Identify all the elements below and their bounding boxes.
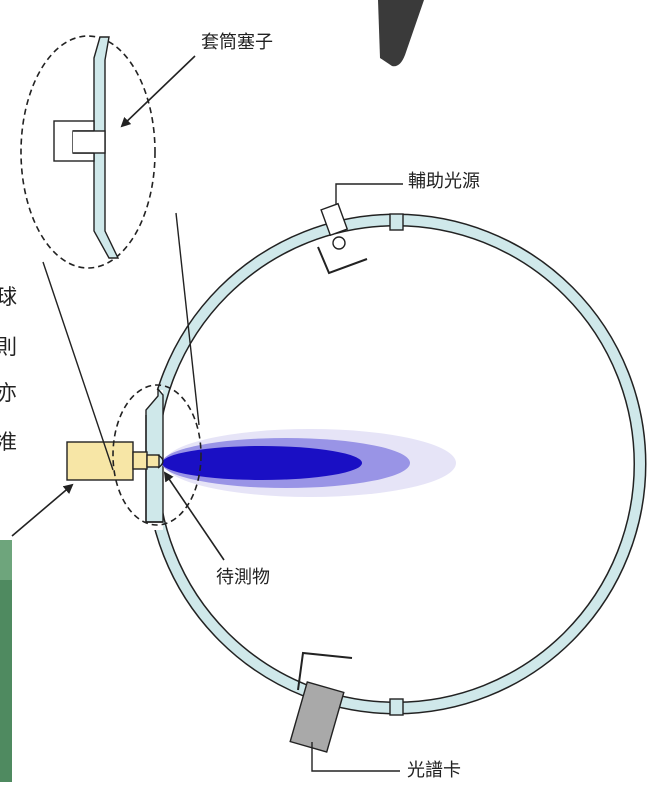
external-light-source (66, 441, 164, 481)
aux-light-source (317, 202, 368, 275)
emission-beam (162, 429, 456, 497)
sleeve-plug-arrow (120, 55, 196, 128)
cropped-photo-left (0, 540, 12, 782)
label-spectrum-card: 光譜卡 (407, 760, 461, 781)
cropped-photo-left-highlight (0, 540, 12, 580)
top-connector (389, 213, 404, 231)
cropped-text-1: 球 (0, 285, 17, 309)
spectrum-card (289, 651, 353, 753)
label-sleeve-plug: 套筒塞子 (201, 32, 273, 53)
cropped-text-2: 則 (0, 335, 17, 359)
projection-line-left (42, 261, 114, 471)
bottom-connector (389, 698, 404, 716)
projection-line-right (175, 212, 200, 426)
label-test-object: 待測物 (216, 567, 270, 588)
label-aux-light: 輔助光源 (408, 171, 480, 192)
light-source-arrow (11, 483, 74, 537)
aux-light-leader (335, 183, 403, 205)
magnified-detail-circle (20, 35, 156, 269)
cropped-text-4: 准 (0, 430, 17, 454)
cropped-text-3: 亦 (0, 381, 17, 405)
port-detail-circle (112, 384, 202, 526)
magnified-sleeve-plug (53, 36, 120, 259)
spectrum-card-leader (311, 742, 400, 772)
test-object-arrow (163, 471, 225, 561)
cropped-photo-top (378, 0, 424, 67)
